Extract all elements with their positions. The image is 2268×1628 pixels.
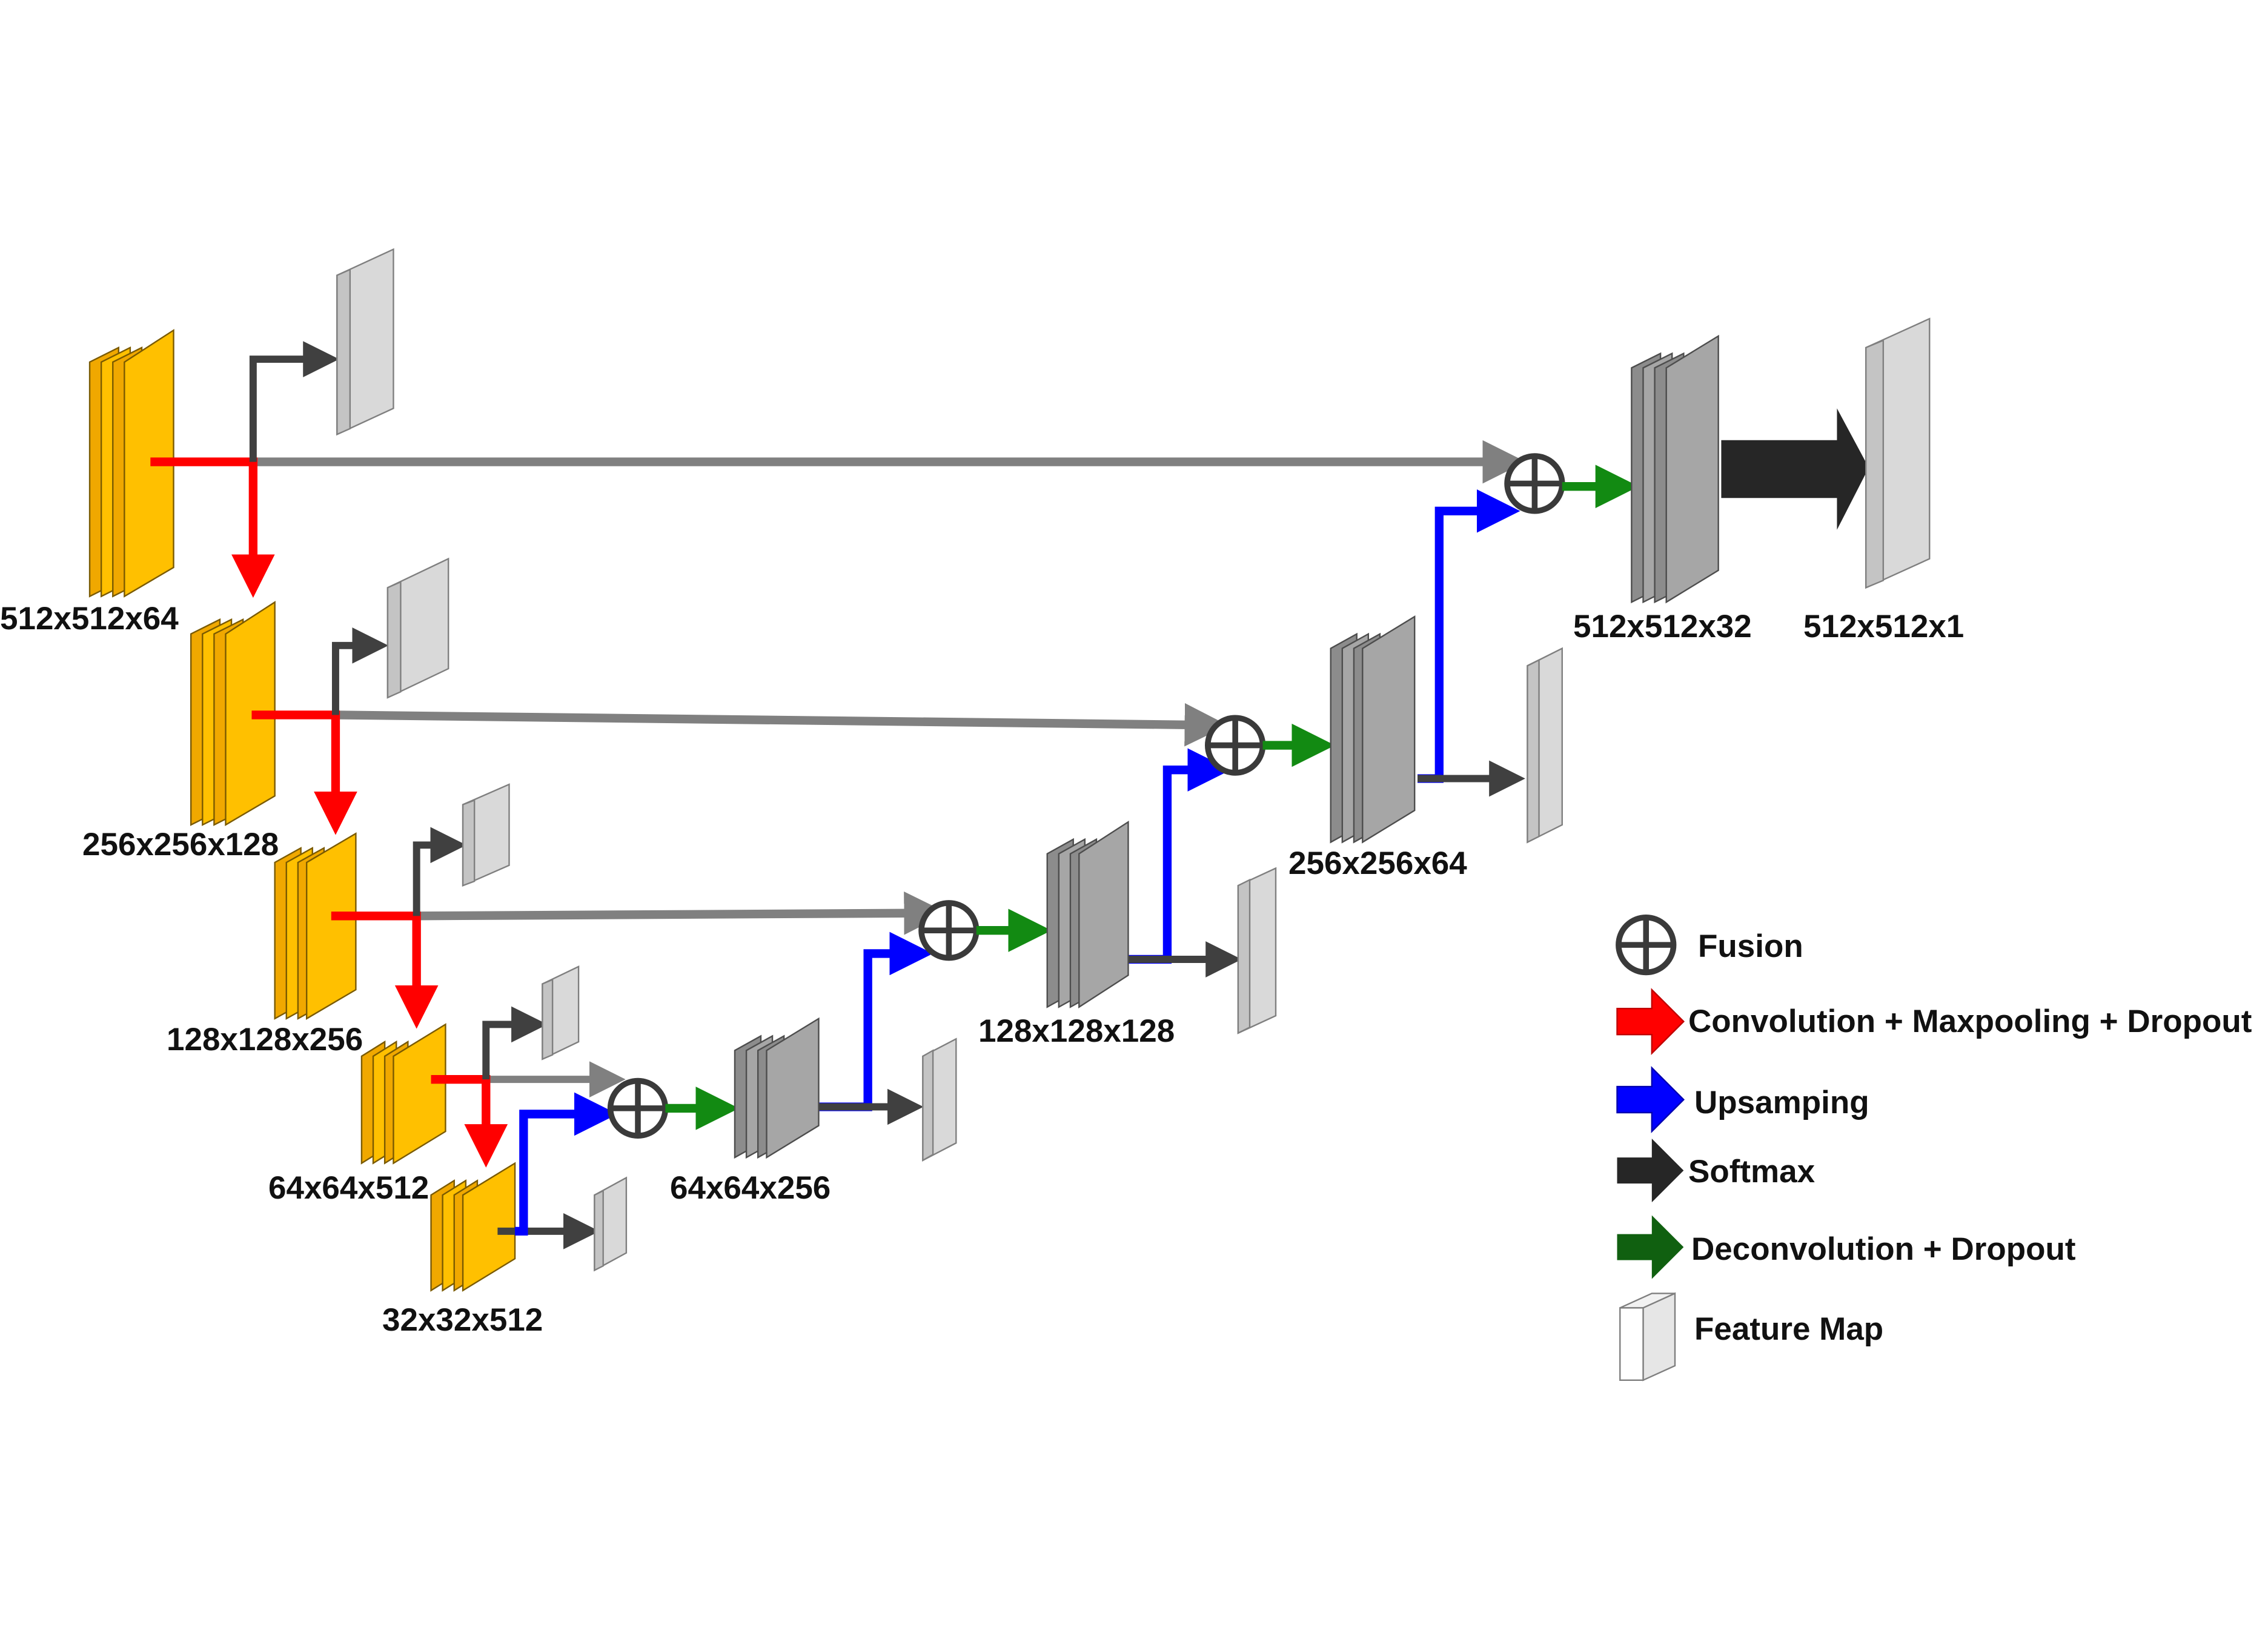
label-dec1: 512x512x32	[1573, 609, 1752, 644]
encoder-block-3	[274, 832, 357, 1020]
feature-map-d2	[1527, 647, 1563, 844]
fusion-icon-4	[607, 1077, 669, 1139]
legend-softmax-label: Softmax	[1688, 1154, 1815, 1190]
label-enc1: 512x512x64	[0, 601, 179, 637]
feature-map-e1	[336, 248, 394, 436]
encoder-feature-maps	[336, 248, 628, 1272]
feature-map-e3	[462, 783, 510, 887]
legend-deconv-label: Deconvolution + Dropout	[1691, 1231, 2076, 1267]
decoder-block-1	[1631, 334, 1719, 604]
feature-map-e4	[542, 965, 580, 1061]
decoder-block-2	[1330, 615, 1416, 844]
circle-plus-icon	[1616, 914, 1677, 976]
fusion-icon-2	[1205, 715, 1266, 776]
label-dec3: 128x128x128	[978, 1013, 1175, 1049]
label-out: 512x512x1	[1803, 609, 1965, 644]
legend-icons	[1616, 914, 1685, 1381]
up-arrow-3	[1116, 748, 1231, 964]
label-enc5: 32x32x512	[382, 1302, 543, 1338]
encoder-block-5	[430, 1162, 516, 1292]
encoder-block-4	[360, 1023, 446, 1165]
enc-fm-arrow-4	[482, 1006, 548, 1080]
skip-arrow-3	[413, 891, 947, 935]
output-feature-map	[1865, 317, 1931, 589]
label-dec2: 256x256x64	[1288, 845, 1467, 881]
decoder-feature-maps	[922, 647, 1563, 1162]
decoder-block-3	[1046, 820, 1129, 1008]
label-enc2: 256x256x128	[82, 827, 279, 862]
up-arrow-1	[515, 1092, 618, 1236]
softmax-arrow	[1721, 408, 1869, 530]
enc-fm-arrow-1	[249, 341, 339, 462]
feature-map-e5	[594, 1176, 628, 1272]
green-arrow-icon	[1617, 1215, 1684, 1279]
encoder-output-arrows	[249, 341, 600, 1249]
encoder-block-1	[88, 329, 174, 598]
fusion-icon-1	[1504, 453, 1565, 514]
up-arrow-2	[818, 931, 933, 1111]
enc-fm-arrow-2	[331, 627, 389, 715]
skip-connections	[253, 440, 1527, 1098]
feature-map-d3	[1237, 867, 1277, 1034]
black-arrow-icon	[1617, 1139, 1684, 1203]
blue-arrow-icon	[1616, 1066, 1685, 1133]
fusion-icon-3	[918, 900, 980, 961]
feature-map-icon	[1619, 1292, 1676, 1381]
label-enc3: 128x128x256	[167, 1022, 363, 1057]
label-dec4: 64x64x256	[670, 1170, 831, 1206]
encoder-block-2	[190, 600, 276, 826]
feature-map-d4	[922, 1037, 957, 1162]
skip-arrow-2	[335, 703, 1228, 747]
enc-fm-arrow-3	[413, 827, 467, 916]
label-enc4: 64x64x512	[268, 1170, 429, 1206]
red-arrow-icon	[1616, 988, 1685, 1056]
deconv-arrows	[665, 465, 1639, 1130]
decoder-block-4	[734, 1017, 820, 1159]
legend-fusion-label: Fusion	[1698, 928, 1803, 964]
feature-map-e2	[386, 557, 449, 699]
fusion-nodes	[607, 453, 1565, 1139]
legend-up-label: Upsamping	[1694, 1085, 1869, 1120]
decoder-output-arrows	[818, 760, 1525, 1125]
legend-feature-label: Feature Map	[1694, 1311, 1884, 1347]
legend-conv-label: Convolution + Maxpooling + Dropout	[1688, 1004, 2252, 1039]
up-arrow-4	[1418, 489, 1520, 783]
